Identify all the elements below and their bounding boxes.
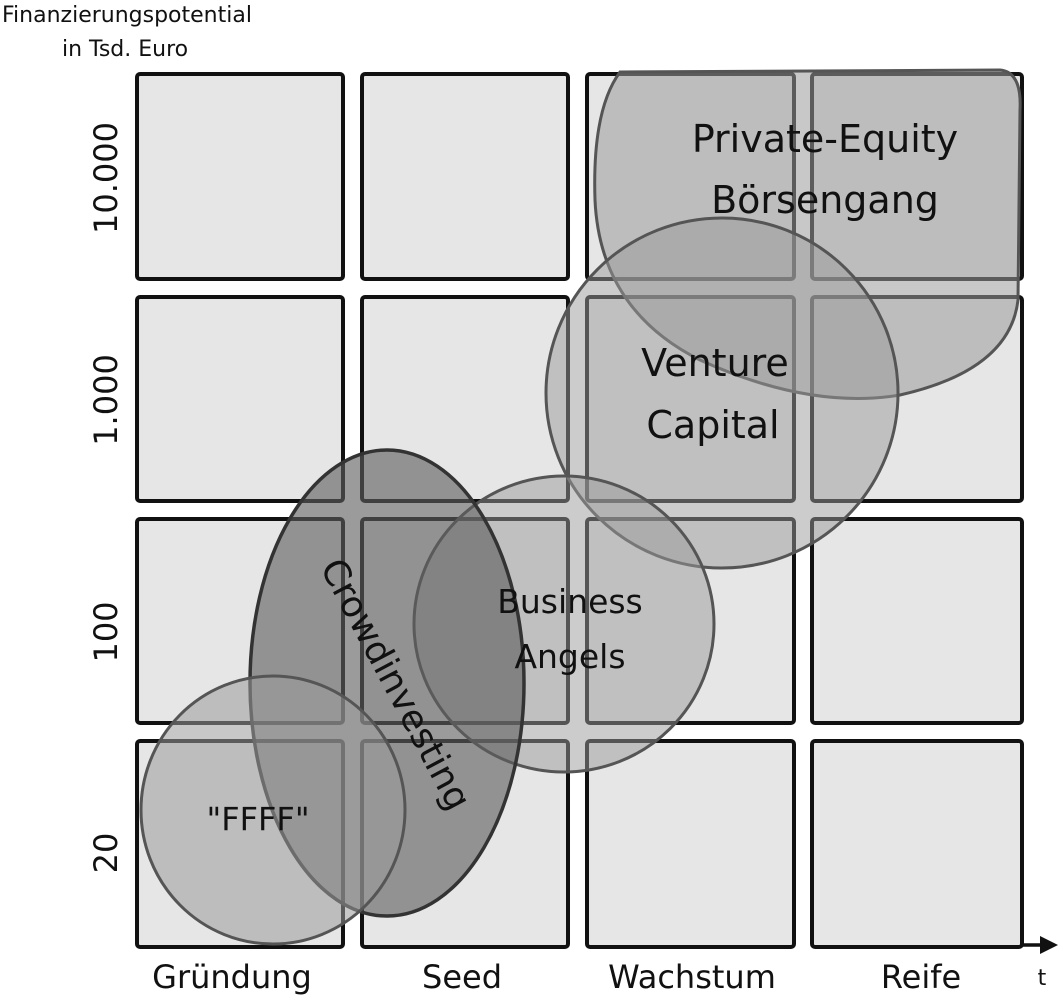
regions [139, 68, 1022, 946]
y-axis-title-line2: in Tsd. Euro [62, 37, 188, 62]
y-level-20: 20 [87, 833, 125, 874]
y-level-100: 100 [87, 601, 125, 662]
venture-label: Venture [641, 341, 789, 385]
y-axis: Finanzierungspotential in Tsd. Euro 10.0… [2, 3, 252, 873]
cell-r1-c1 [135, 72, 345, 281]
y-level-1000: 1.000 [87, 354, 125, 446]
cell-r3-c4 [810, 517, 1024, 725]
x-axis: Gründung Seed Wachstum Reife t [152, 936, 1058, 996]
boersengang-label: Börsengang [711, 178, 939, 222]
private-equity-label: Private-Equity [692, 117, 958, 161]
cell-r1-c2 [360, 72, 570, 281]
angels-label: Angels [514, 637, 625, 676]
x-axis-arrowhead-icon [1040, 936, 1058, 954]
x-stage-reife: Reife [881, 958, 961, 996]
venture-capital-region [544, 216, 900, 570]
cell-r4-c3 [585, 739, 796, 949]
business-label: Business [497, 582, 643, 621]
x-stage-seed: Seed [422, 958, 502, 996]
y-axis-title-line1: Finanzierungspotential [2, 3, 252, 28]
ffff-label: "FFFF" [206, 800, 309, 838]
capital-label: Capital [646, 403, 779, 447]
x-axis-arrow-label: t [1038, 966, 1047, 991]
x-stage-wachstum: Wachstum [608, 958, 776, 996]
cell-r2-c1 [135, 295, 345, 503]
y-level-10000: 10.000 [87, 122, 125, 234]
cell-r4-c4 [810, 739, 1024, 949]
ffff-region [139, 674, 407, 946]
x-stage-gruendung: Gründung [152, 958, 312, 996]
